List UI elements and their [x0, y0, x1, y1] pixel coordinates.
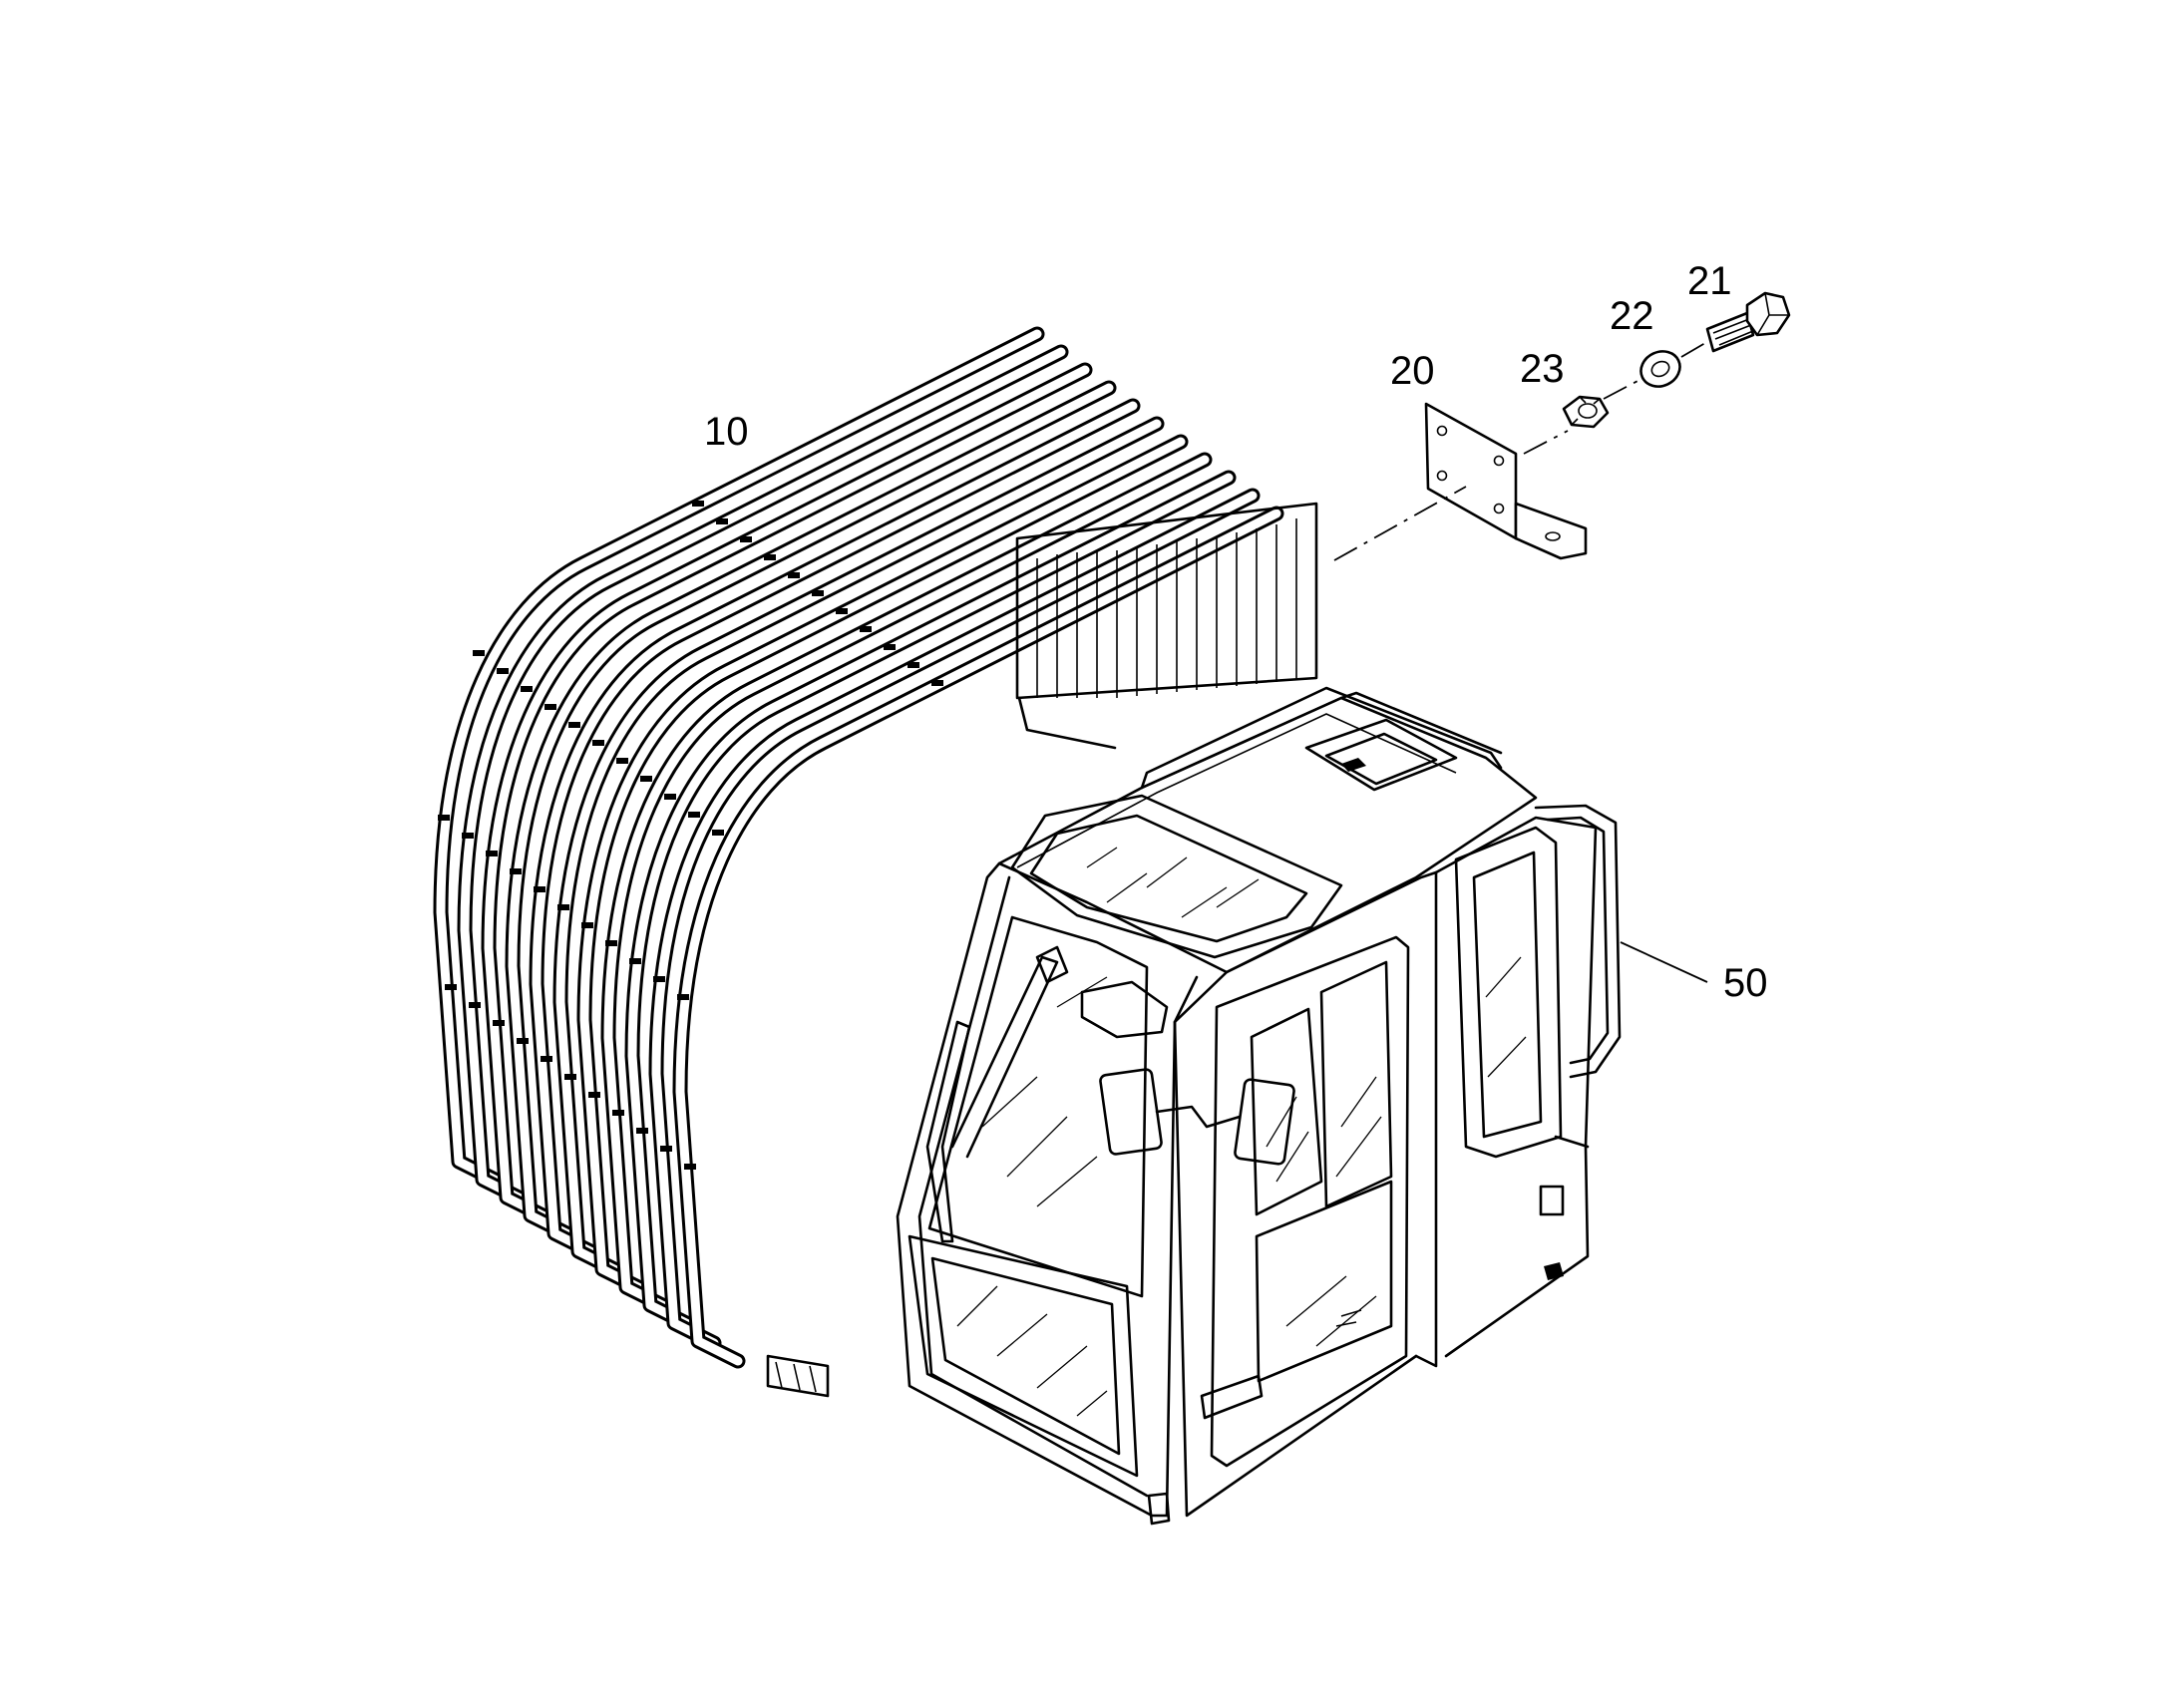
- flat-washer: [1639, 350, 1681, 388]
- guard-clamp: [684, 1164, 696, 1170]
- guard-rear-grille: [1015, 502, 1318, 750]
- guard-bar-inner: [579, 437, 1186, 1294]
- guard-bar-inner: [627, 473, 1234, 1330]
- guard-clamp: [592, 740, 604, 746]
- guard-clamp: [764, 554, 776, 560]
- guard-bar-inner: [651, 491, 1258, 1348]
- guard-clamp: [581, 922, 593, 928]
- guard-clamp: [712, 830, 724, 836]
- guard-clamp: [564, 1074, 576, 1080]
- guard-clamp: [660, 1146, 672, 1152]
- guard-bar-inner: [555, 419, 1162, 1276]
- guard-clamp: [616, 758, 628, 764]
- guard-clamp: [716, 518, 728, 524]
- guard-clamp: [884, 644, 896, 650]
- callout-50: 50: [1723, 961, 1768, 1005]
- callout-10: 10: [704, 410, 749, 454]
- guard-clamp: [462, 833, 474, 839]
- callout-21: 21: [1687, 259, 1732, 303]
- front-guard: [433, 326, 1284, 1369]
- assembly-axis-line: [1333, 342, 1706, 561]
- guard-clamp: [438, 815, 450, 821]
- guard-bar-inner: [603, 455, 1210, 1312]
- guard-bar-inner: [508, 383, 1114, 1240]
- guard-clamp: [908, 662, 919, 668]
- guard-clamp: [469, 1002, 481, 1008]
- guard-clamp: [692, 501, 704, 507]
- guard-clamp: [493, 1020, 505, 1026]
- guard-clamp: [557, 904, 569, 910]
- callout-22: 22: [1610, 294, 1654, 338]
- guard-clamp: [545, 704, 556, 710]
- guard-clamp: [640, 776, 652, 782]
- guard-clamp: [677, 994, 689, 1000]
- guard-clamp: [612, 1110, 624, 1116]
- guard-clamp: [588, 1092, 600, 1098]
- guard-clamp: [636, 1128, 648, 1134]
- guard-clamp: [445, 984, 457, 990]
- guard-clamp: [510, 868, 522, 874]
- guard-clamp: [517, 1038, 529, 1044]
- hex-bolt: [1705, 291, 1791, 353]
- guard-clamp: [860, 626, 872, 632]
- guard-clamp: [629, 958, 641, 964]
- guard-clamp: [812, 590, 824, 596]
- guard-clamp: [521, 686, 533, 692]
- guard-clamp: [740, 536, 752, 542]
- guard-clamp: [605, 940, 617, 946]
- guard-clamp: [534, 886, 545, 892]
- guard-clamp: [486, 851, 498, 856]
- callout-23: 23: [1520, 347, 1565, 391]
- guard-bar-inner: [675, 509, 1281, 1366]
- guard-clamp: [568, 722, 580, 728]
- hex-nut: [1562, 395, 1610, 429]
- guard-clamp: [653, 976, 665, 982]
- guard-bar-inner: [436, 329, 1042, 1187]
- guard-clamp: [473, 650, 485, 656]
- guard-bar-inner: [484, 365, 1090, 1222]
- guard-base-channel: [766, 1354, 830, 1398]
- guard-clamp: [788, 572, 800, 578]
- guard-clamp: [688, 812, 700, 818]
- guard-clamp: [836, 608, 848, 614]
- mounting-bracket: [1424, 402, 1588, 560]
- guard-clamp: [541, 1056, 552, 1062]
- callout-20: 20: [1390, 349, 1435, 393]
- guard-clamp: [497, 668, 509, 674]
- guard-clamp: [931, 680, 943, 686]
- guard-bar-inner: [460, 347, 1066, 1204]
- cab-leader-line: [1620, 941, 1708, 983]
- guard-bar-inner: [532, 401, 1138, 1258]
- guard-clamp: [664, 794, 676, 800]
- operator-cab: [896, 686, 1622, 1526]
